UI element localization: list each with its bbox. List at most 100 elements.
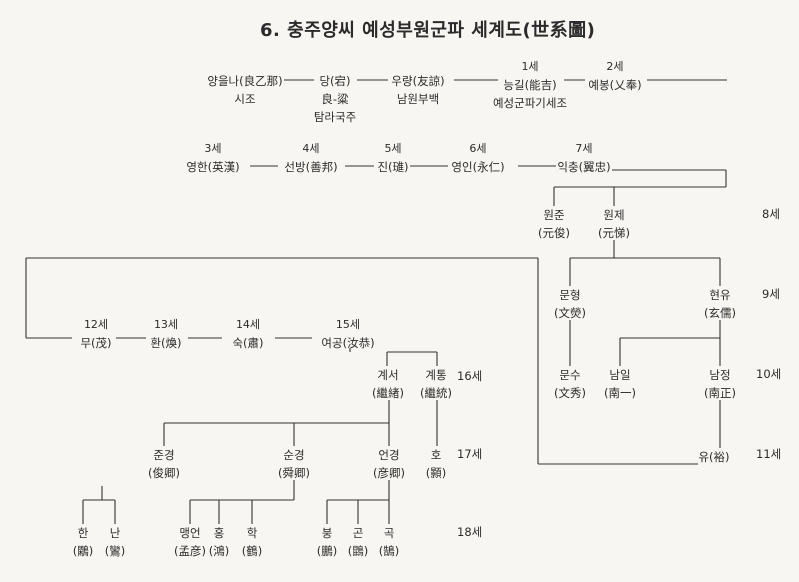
generation-number: 15세 — [335, 318, 361, 331]
person-note: (南一) — [604, 386, 636, 400]
person-name: 언경 — [378, 448, 400, 462]
person-hyeonyu: 현유 (玄儒) — [704, 286, 736, 322]
person-name: 문수 — [559, 368, 581, 382]
generation-number: 12세 — [83, 318, 109, 331]
person-note: 시조 — [234, 92, 256, 106]
person-name: 환(煥) — [150, 336, 182, 350]
generation-number: 4세 — [302, 142, 320, 155]
person-note: 良-粱 — [321, 92, 349, 106]
generation-number: 6세 — [469, 142, 487, 155]
person-name: 유(裕) — [698, 450, 730, 464]
person-note: (舜卿) — [278, 466, 310, 480]
person-wonje: 원제 (元悌) — [598, 206, 630, 242]
person-name: 능길(能吉) — [503, 78, 557, 92]
person-wonjun: 원준 (元俊) — [538, 206, 570, 242]
person-name: 한 — [77, 526, 89, 540]
person-yangeulna: 양을나(良乙那) 시조 — [207, 72, 282, 108]
generation-number: 13세 — [153, 318, 179, 331]
person-name: 예봉(乂奉) — [588, 78, 642, 92]
generation-number: 3세 — [204, 142, 222, 155]
person-hak: 학(鶴) — [242, 524, 262, 560]
person-name: 문형 — [559, 288, 581, 302]
person-name: 곤 — [352, 526, 364, 540]
person-note: (文熒) — [554, 306, 586, 320]
person-note: (繼統) — [420, 386, 452, 400]
person-note: (玄儒) — [704, 306, 736, 320]
person-yu: 유(裕) — [698, 448, 729, 466]
person-eongyeong: 언경 (彦卿) — [373, 446, 405, 482]
person-name: 현유 — [709, 288, 731, 302]
person-name: 원준 — [543, 208, 565, 222]
person-name: 양을나(良乙那) — [207, 74, 283, 88]
generation-label-g16: 16세 — [457, 369, 483, 383]
person-note: (鷴) — [72, 544, 94, 558]
person-gon: 곤 (鵾) — [348, 524, 368, 560]
person-maengeon: 맹언 (孟彦) — [174, 524, 206, 560]
person-name: 영한(英漢) — [186, 160, 240, 174]
generation-number: 7세 — [575, 142, 593, 155]
person-note: (元俊) — [538, 226, 570, 240]
person-name: 무(茂) — [80, 336, 112, 350]
person-namjeong: 남정(南正) — [704, 366, 736, 402]
person-namil: 남일 (南一) — [604, 366, 636, 402]
person-name: 맹언 — [179, 526, 201, 540]
person-munhyeong: 문형 (文熒) — [554, 286, 586, 322]
person-uryang: 우량(友諒) 남원부백 — [391, 72, 444, 108]
person-name: 남일 — [609, 368, 631, 382]
generation-label-g18: 18세 — [457, 525, 483, 539]
person-name: 진(璡) — [377, 160, 409, 174]
diagram-title: 6. 충주양씨 예성부원군파 세계도(世系圖) — [260, 20, 596, 41]
person-note: (元悌) — [598, 226, 630, 240]
generation-label-g9: 9세 — [762, 287, 780, 301]
generation-label-g10: 10세 — [756, 367, 782, 381]
person-note: (鵾) — [347, 544, 369, 558]
generation-number: 2세 — [606, 60, 624, 73]
generation-label-g11: 11세 — [756, 447, 782, 461]
generation-number: 14세 — [235, 318, 261, 331]
person-note: (彦卿) — [373, 466, 405, 480]
generation-number: 1세 — [521, 60, 539, 73]
person-han: 한 (鷴) — [73, 524, 93, 560]
person-note: (南正) — [704, 386, 736, 400]
person-gyetong: 계통(繼統) — [420, 366, 452, 402]
person-note: (繼緖) — [372, 386, 404, 400]
person-name: 숙(肅) — [232, 336, 264, 350]
person-name: 원제 — [603, 208, 625, 222]
person-note: (顥) — [425, 466, 447, 480]
person-note: (俊卿) — [148, 466, 180, 480]
person-name: 여공(汝恭) — [321, 336, 375, 350]
person-note: 남원부백 — [396, 92, 440, 106]
person-ho: 호 (顥) — [426, 446, 446, 482]
generation-label-g8: 8세 — [762, 207, 780, 221]
person-name: 익충(翼忠) — [557, 160, 611, 174]
person-note: (鴻) — [208, 544, 230, 558]
person-munsu: 문수(文秀) — [554, 366, 586, 402]
person-name: 영인(永仁) — [451, 160, 505, 174]
person-name: 붕 — [321, 526, 333, 540]
generation-label-g17: 17세 — [457, 447, 483, 461]
person-name: 준경 — [153, 448, 175, 462]
person-hong: 홍(鴻) — [209, 524, 229, 560]
person-name: 당(宕) — [319, 74, 351, 88]
person-name: 우량(友諒) — [391, 74, 445, 88]
person-note: (孟彦) — [174, 544, 206, 558]
person-name: 난 — [109, 526, 121, 540]
person-name: 선방(善邦) — [284, 160, 338, 174]
person-name: 호 — [430, 448, 442, 462]
person-bung: 붕 (鵬) — [317, 524, 337, 560]
person-name: 계서 — [377, 368, 399, 382]
person-note: (鵬) — [316, 544, 338, 558]
